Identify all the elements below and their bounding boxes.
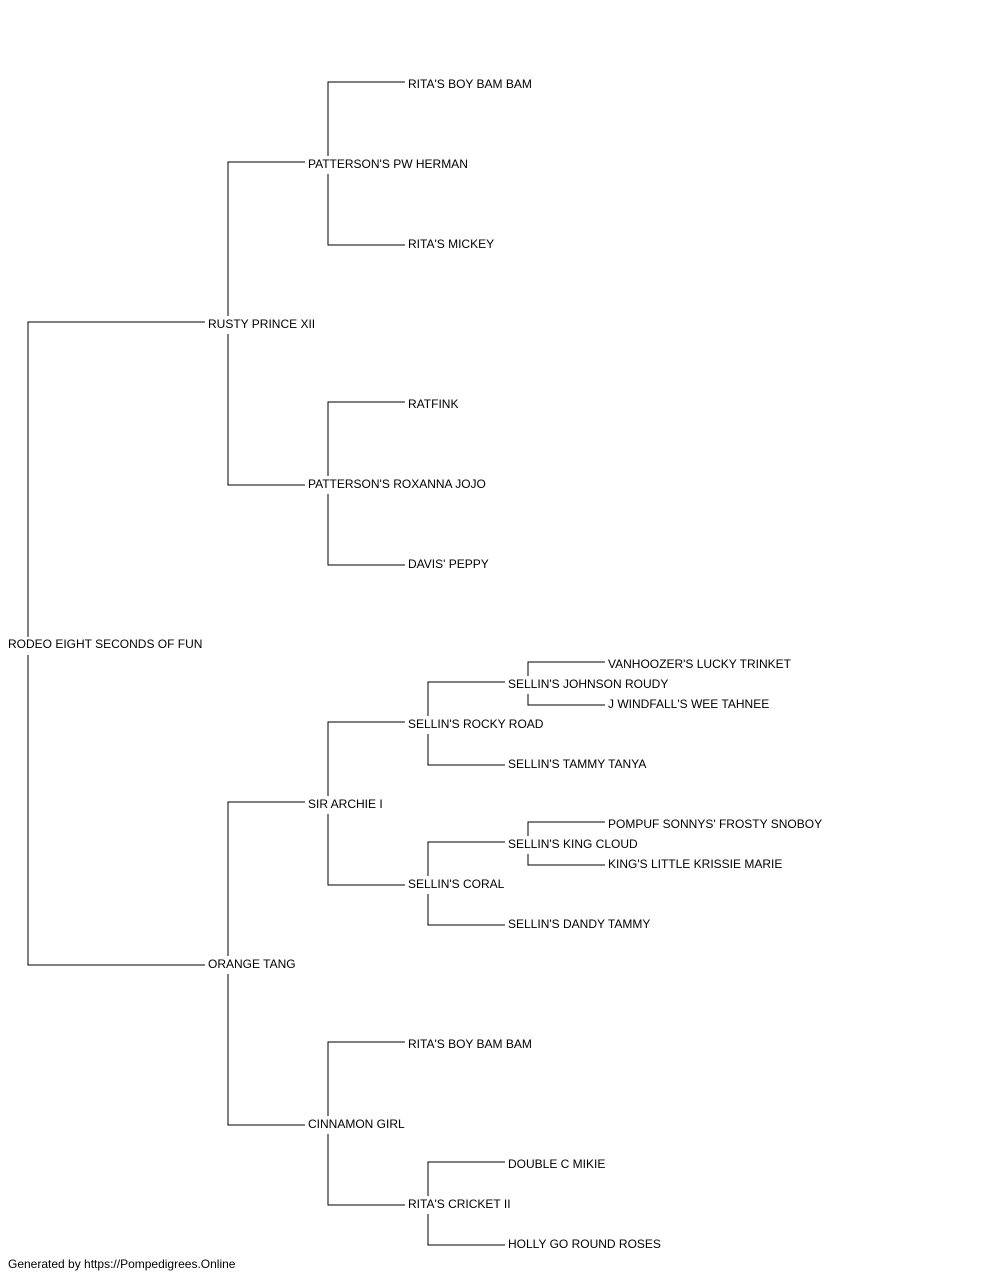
- dam-sire-sire-name: SELLIN'S ROCKY ROAD: [408, 717, 546, 731]
- connector-sire-dam-dam: [327, 494, 405, 566]
- sire-sire-dam-name: RITA'S MICKEY: [408, 237, 497, 251]
- connector-sire-sire-dam: [327, 174, 405, 246]
- sire-sire-name: PATTERSON'S PW HERMAN: [308, 157, 470, 171]
- dam-sire-dam-sire-name: SELLIN'S KING CLOUD: [508, 837, 640, 851]
- connector-dam-sire: [227, 801, 305, 956]
- dam-sire-sire-dam-name: SELLIN'S TAMMY TANYA: [508, 757, 649, 771]
- dam-dam-dam-sire-name: DOUBLE C MIKIE: [508, 1157, 608, 1171]
- dam-sire-dam-sire-sire-name: POMPUF SONNYS' FROSTY SNOBOY: [608, 817, 825, 831]
- connector-dam-sire-dam-sire: [427, 841, 505, 876]
- dam-sire-sire-sire-dam-name: J WINDFALL'S WEE TAHNEE: [608, 697, 772, 711]
- connector-dam-sire-dam-sire-dam: [527, 854, 605, 866]
- subject-name: RODEO EIGHT SECONDS OF FUN: [8, 637, 205, 651]
- connector-subject-sire: [27, 321, 205, 637]
- dam-sire-name: SIR ARCHIE I: [308, 797, 385, 811]
- sire-dam-name: PATTERSON'S ROXANNA JOJO: [308, 477, 488, 491]
- dam-sire-dam-dam-name: SELLIN'S DANDY TAMMY: [508, 917, 653, 931]
- generated-by-footer: Generated by https://Pompedigrees.Online: [8, 1257, 236, 1271]
- connector-dam-sire-dam-dam: [427, 894, 505, 926]
- connector-dam-dam-sire: [327, 1041, 405, 1116]
- sire-sire-sire-name: RITA'S BOY BAM BAM: [408, 77, 534, 91]
- connector-sire-sire: [227, 161, 305, 316]
- connector-dam-sire-sire: [327, 721, 405, 796]
- connector-dam-sire-sire-sire: [427, 681, 505, 716]
- connector-sire-dam: [227, 334, 305, 486]
- sire-dam-sire-name: RATFINK: [408, 397, 461, 411]
- dam-sire-sire-sire-sire-name: VANHOOZER'S LUCKY TRINKET: [608, 657, 793, 671]
- connector-sire-sire-sire: [327, 81, 405, 156]
- connector-dam-dam-dam-sire: [427, 1161, 505, 1196]
- connector-dam-sire-dam: [327, 814, 405, 886]
- dam-dam-dam-name: RITA'S CRICKET II: [408, 1197, 513, 1211]
- dam-sire-dam-name: SELLIN'S CORAL: [408, 877, 507, 891]
- connector-dam-dam-dam-dam: [427, 1214, 505, 1246]
- connector-subject-dam: [27, 655, 205, 966]
- dam-dam-sire-name: RITA'S BOY BAM BAM: [408, 1037, 534, 1051]
- connector-sire-dam-sire: [327, 401, 405, 476]
- connector-dam-dam: [227, 974, 305, 1126]
- dam-name: ORANGE TANG: [208, 957, 298, 971]
- sire-name: RUSTY PRINCE XII: [208, 317, 318, 331]
- dam-dam-dam-dam-name: HOLLY GO ROUND ROSES: [508, 1237, 663, 1251]
- sire-dam-dam-name: DAVIS' PEPPY: [408, 557, 491, 571]
- connector-dam-dam-dam: [327, 1134, 405, 1206]
- connector-dam-sire-dam-sire-sire: [527, 821, 605, 836]
- connector-dam-sire-sire-dam: [427, 734, 505, 766]
- connector-dam-sire-sire-sire-sire: [527, 661, 605, 676]
- dam-sire-sire-sire-name: SELLIN'S JOHNSON ROUDY: [508, 677, 671, 691]
- dam-dam-name: CINNAMON GIRL: [308, 1117, 407, 1131]
- connector-dam-sire-sire-sire-dam: [527, 694, 605, 706]
- dam-sire-dam-sire-dam-name: KING'S LITTLE KRISSIE MARIE: [608, 857, 785, 871]
